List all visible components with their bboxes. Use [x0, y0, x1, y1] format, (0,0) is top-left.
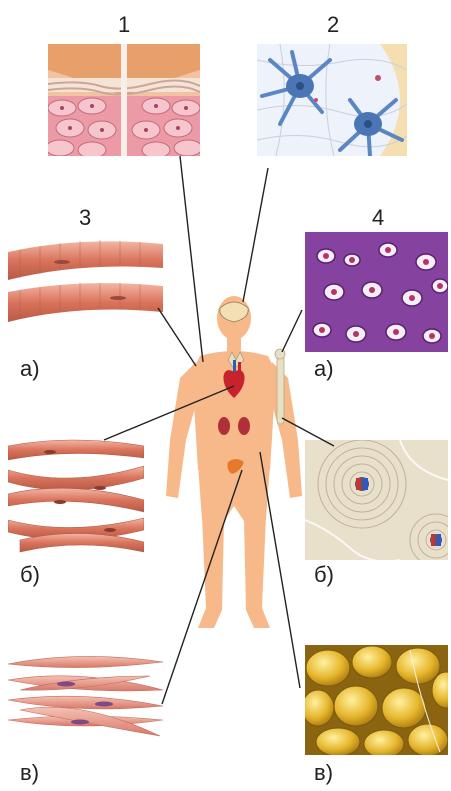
label-left-c: в) — [20, 762, 39, 784]
label-right-b: б) — [314, 564, 334, 586]
label-1: 1 — [118, 14, 130, 36]
cardiac-muscle-image — [8, 432, 144, 554]
label-right-c: в) — [314, 762, 333, 784]
humerus-bone — [277, 352, 284, 424]
cartilage-tissue-image — [305, 232, 448, 352]
epithelial-tissue-image — [46, 44, 202, 158]
skeletal-muscle-image — [8, 240, 163, 322]
smooth-muscle-image — [8, 656, 163, 736]
label-left-b: б) — [20, 564, 40, 586]
adipose-tissue-image — [302, 645, 451, 758]
label-4: 4 — [372, 207, 384, 229]
label-left-a: а) — [20, 358, 40, 380]
label-3: 3 — [79, 207, 91, 229]
label-2: 2 — [327, 14, 339, 36]
bone-tissue-image — [305, 440, 451, 566]
label-right-a: а) — [314, 358, 334, 380]
nerve-tissue-image — [257, 44, 407, 156]
